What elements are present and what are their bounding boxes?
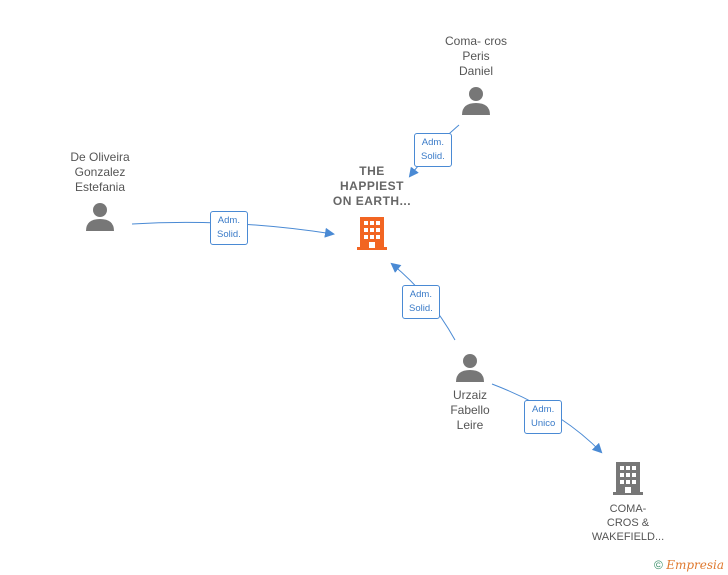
person-node-coma-cros-peris-daniel[interactable]: Coma- cros Peris Daniel xyxy=(426,34,526,117)
node-label-line: THE xyxy=(359,164,385,178)
company-node-the-happiest-on-earth[interactable]: THE HAPPIEST ON EARTH... xyxy=(322,164,422,251)
person-icon xyxy=(456,354,484,382)
node-label-line: Leire xyxy=(456,418,484,432)
node-label-line: Urzaiz xyxy=(452,388,487,402)
brand-logo: Empresia xyxy=(666,558,724,572)
node-label-line: WAKEFIELD... xyxy=(591,531,665,543)
node-label-line: CROS & xyxy=(606,517,650,529)
node-label-line: Daniel xyxy=(458,64,494,78)
node-label-line: Fabello xyxy=(450,403,490,417)
building-icon xyxy=(357,217,387,250)
copyright-icon: © xyxy=(654,558,663,572)
edge-label-line: Solid. xyxy=(409,303,433,314)
node-label-line: De Oliveira xyxy=(70,150,130,164)
edge-label-line: Unico xyxy=(531,418,556,429)
footer-credit: © Empresia xyxy=(654,558,724,572)
edge-badge-top-to-main[interactable]: Adm. Solid. xyxy=(414,133,452,167)
building-icon xyxy=(613,462,643,495)
node-label-line: Estefania xyxy=(74,180,126,194)
edge-label-line: Adm. xyxy=(409,289,432,300)
person-icon xyxy=(86,203,114,231)
node-label-line: ON EARTH... xyxy=(332,194,412,208)
person-node-urzaiz-fabello-leire[interactable]: Urzaiz Fabello Leire xyxy=(420,352,520,433)
person-icon xyxy=(462,87,490,115)
node-label-line: Peris xyxy=(462,49,490,63)
company-node-coma-cros-wakefield[interactable]: COMA- CROS & WAKEFIELD... xyxy=(578,460,678,544)
edge-badge-left-to-main[interactable]: Adm. Solid. xyxy=(210,211,248,245)
node-label-line: COMA- xyxy=(609,503,647,515)
edge-label-line: Solid. xyxy=(217,229,241,240)
edge-label-line: Adm. xyxy=(217,215,240,226)
edge-label-line: Adm. xyxy=(532,404,555,415)
node-label-line: Coma- cros xyxy=(444,34,507,48)
node-label-line: Gonzalez xyxy=(74,165,126,179)
edge-badge-bottom-to-main[interactable]: Adm. Solid. xyxy=(402,285,440,319)
person-node-de-oliveira-gonzalez-estefania[interactable]: De Oliveira Gonzalez Estefania xyxy=(48,150,152,233)
edge-label-line: Adm. xyxy=(421,137,444,148)
edge-label-line: Solid. xyxy=(421,151,445,162)
node-label-line: HAPPIEST xyxy=(339,179,404,193)
edge-badge-bottom-to-company[interactable]: Adm. Unico xyxy=(524,400,563,434)
